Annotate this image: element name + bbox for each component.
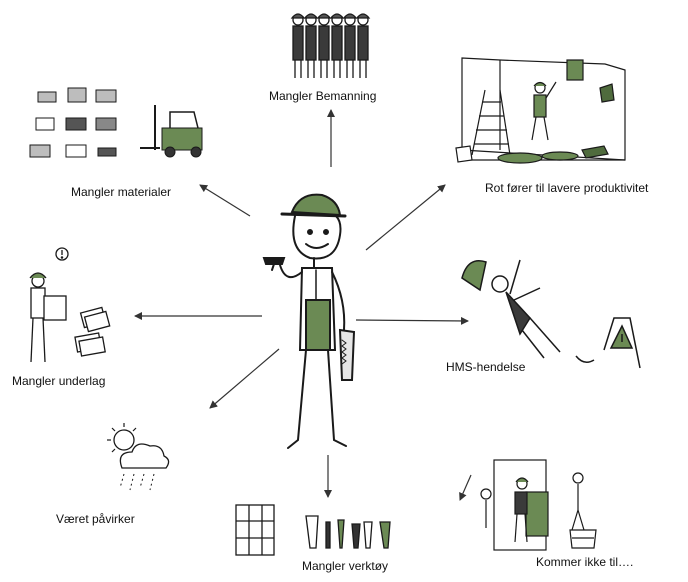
falling-worker-with-warning-sign-icon xyxy=(461,259,641,369)
arrow-to-hms xyxy=(355,316,469,325)
arrow-to-kommer-small xyxy=(459,474,472,501)
scaffold-and-tools-icon xyxy=(235,504,391,556)
building-materials-and-forklift-icon xyxy=(29,87,203,158)
label-mangler-materialer: Mangler materialer xyxy=(71,185,172,199)
group-of-workers-icon xyxy=(290,13,371,78)
messy-room-painter-icon xyxy=(455,57,626,164)
sun-cloud-rain-icon xyxy=(107,423,170,491)
arrow-to-vaeret xyxy=(209,348,280,409)
label-kommer-ikke-til: Kommer ikke til…. xyxy=(536,555,634,569)
blocked-access-workers-icon xyxy=(480,459,597,551)
label-mangler-bemanning: Mangler Bemanning xyxy=(269,89,377,103)
arrow-to-materialer xyxy=(199,184,251,217)
label-mangler-underlag: Mangler underlag xyxy=(12,374,106,388)
arrow-to-rot xyxy=(365,184,446,251)
arrows xyxy=(134,109,472,501)
label-mangler-verktoy: Mangler verktøy xyxy=(302,559,389,573)
label-rot-forer-til-lavere-produktivitet: Rot fører til lavere produktivitet xyxy=(485,181,649,195)
worker-with-hammer-and-saw-icon xyxy=(262,193,356,449)
label-hms-hendelse: HMS-hendelse xyxy=(446,360,526,374)
label-vaeret-pavirker: Været påvirker xyxy=(56,512,135,526)
worker-with-documents-icon xyxy=(29,247,111,363)
